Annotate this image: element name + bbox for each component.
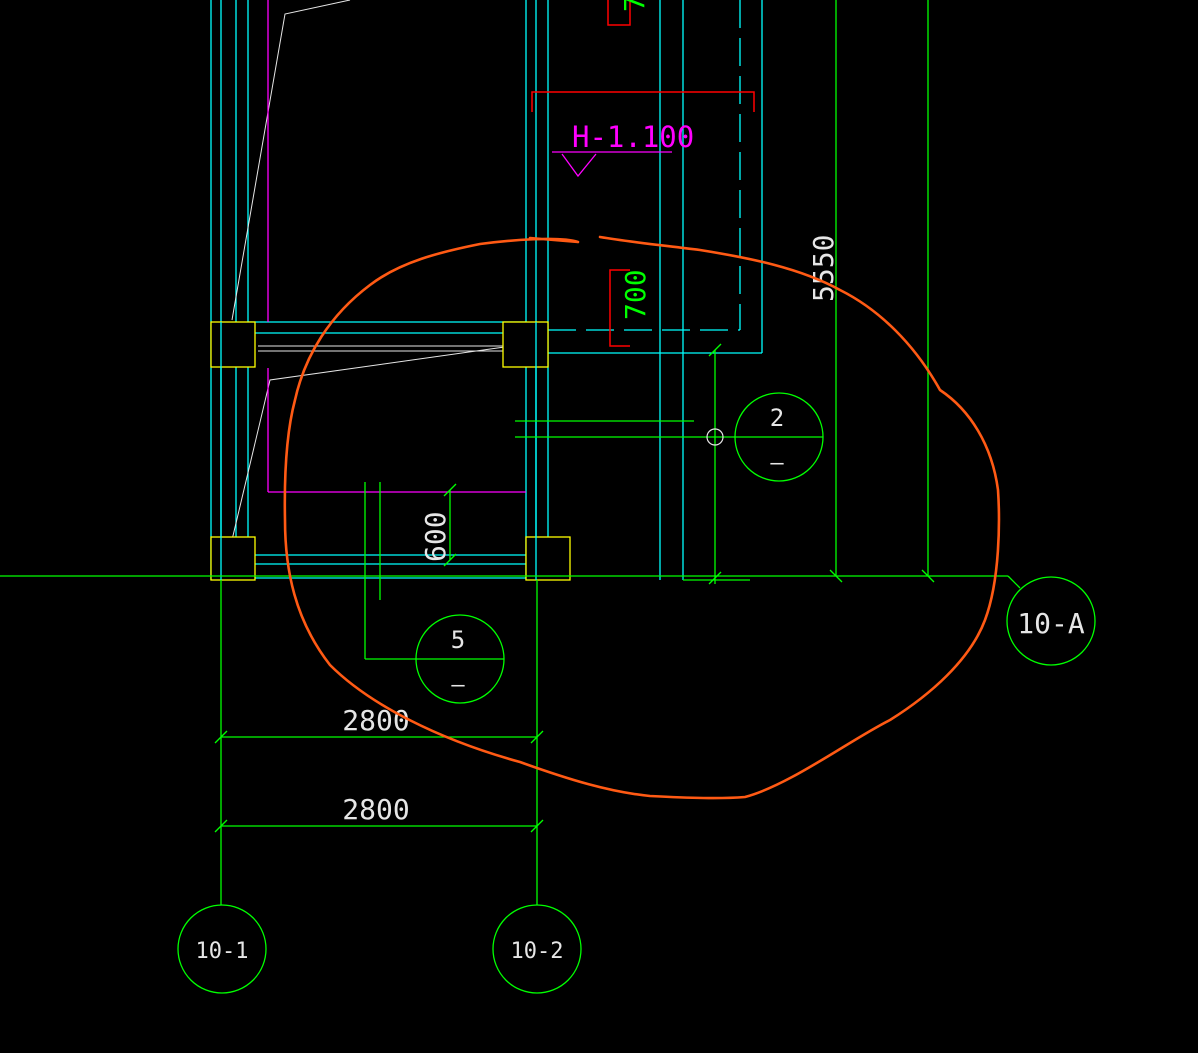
detail-5-number: 5 bbox=[451, 626, 465, 654]
detail-2-number: 2 bbox=[770, 404, 784, 432]
column-wall-through bbox=[220, 322, 537, 580]
partial-top-dim: 7 bbox=[618, 0, 651, 12]
axis-bubble-10-A[interactable]: 10-A bbox=[1006, 576, 1096, 666]
column-top-right bbox=[502, 321, 549, 368]
detail-callout-2[interactable]: 2 – bbox=[734, 392, 824, 482]
wall-lines bbox=[210, 0, 763, 580]
detail-2-sheet: – bbox=[770, 451, 784, 476]
dim-700-label: 700 bbox=[619, 269, 652, 320]
column-bottom-right bbox=[525, 536, 571, 581]
axis-bubble-10-2[interactable]: 10-2 bbox=[492, 904, 582, 994]
axis-10-A-label: 10-A bbox=[1017, 607, 1085, 640]
columns bbox=[210, 321, 571, 581]
target-marker-icon bbox=[706, 428, 724, 446]
dim-2800-bottom-label: 2800 bbox=[342, 793, 409, 826]
axis-10-1-label: 10-1 bbox=[196, 939, 249, 964]
detail-callout-5[interactable]: 5 – bbox=[415, 614, 505, 704]
thin-lines bbox=[231, 0, 527, 541]
column-top-left bbox=[210, 321, 256, 368]
column-bottom-left bbox=[210, 536, 256, 581]
detail-5-sheet: – bbox=[451, 673, 465, 698]
revision-cloud-markup[interactable] bbox=[283, 235, 1001, 800]
axis-10-2-label: 10-2 bbox=[511, 939, 564, 964]
dim-2800-top-label: 2800 bbox=[342, 704, 409, 737]
red-markers bbox=[531, 0, 755, 347]
axis-bubble-10-1[interactable]: 10-1 bbox=[177, 904, 267, 994]
elevation-label: H-1.100 bbox=[572, 120, 694, 154]
dim-5550-label: 5550 bbox=[807, 235, 840, 302]
dim-600-label: 600 bbox=[419, 511, 452, 562]
magenta-region bbox=[267, 0, 672, 493]
